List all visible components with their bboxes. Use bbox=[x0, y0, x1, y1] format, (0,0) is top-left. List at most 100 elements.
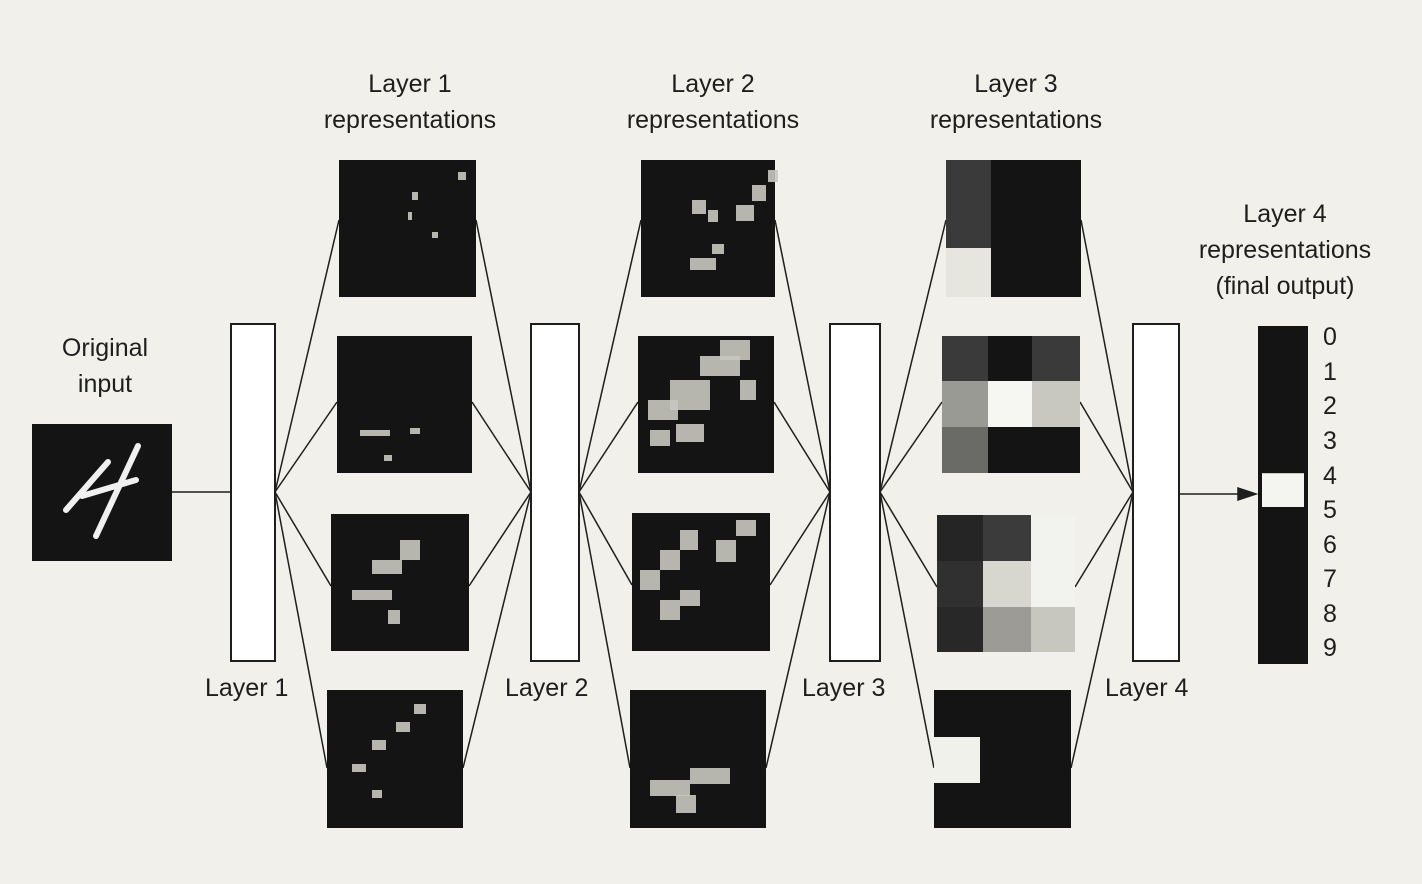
fan-in-line bbox=[773, 401, 831, 493]
feature-patch bbox=[983, 515, 1031, 561]
layer2-bar bbox=[530, 323, 580, 662]
feature-patch bbox=[983, 561, 1031, 607]
feature-patch bbox=[937, 607, 983, 652]
feature-patch bbox=[676, 424, 704, 442]
fan-out-line bbox=[274, 491, 328, 769]
feature-patch bbox=[412, 192, 418, 200]
feature-patch bbox=[983, 607, 1031, 652]
layer2-feature-map-4 bbox=[630, 690, 766, 828]
feature-patch bbox=[1032, 381, 1080, 427]
layer4-label: Layer 4 bbox=[1105, 674, 1189, 702]
feature-patch bbox=[640, 570, 660, 590]
output-active-cell bbox=[1262, 473, 1304, 507]
feature-patch bbox=[1031, 515, 1075, 561]
fan-out-line bbox=[578, 491, 631, 769]
output-digit-0: 0 bbox=[1323, 323, 1337, 351]
feature-patch bbox=[946, 160, 991, 204]
layer2-feature-map-1 bbox=[641, 160, 775, 297]
layer1-feature-map-3 bbox=[331, 514, 469, 651]
output-digit-7: 7 bbox=[1323, 565, 1337, 593]
output-digit-3: 3 bbox=[1323, 427, 1337, 455]
handwritten-digit-stroke bbox=[63, 443, 141, 539]
feature-patch bbox=[676, 795, 696, 813]
feature-patch bbox=[736, 520, 756, 536]
feature-patch bbox=[660, 550, 680, 570]
feature-patch bbox=[716, 540, 736, 562]
connector-lines bbox=[172, 219, 1259, 769]
output-digit-8: 8 bbox=[1323, 600, 1337, 628]
fan-in-line bbox=[1079, 401, 1134, 493]
layer3-label: Layer 3 bbox=[802, 674, 886, 702]
feature-patch bbox=[650, 430, 670, 446]
layer4-bar bbox=[1132, 323, 1180, 662]
feature-patch bbox=[352, 590, 392, 600]
layer1-feature-map-2 bbox=[337, 336, 472, 473]
feature-patch bbox=[942, 427, 988, 473]
feature-patch bbox=[372, 740, 386, 750]
feature-patch bbox=[946, 204, 991, 248]
feature-patch bbox=[1031, 607, 1075, 652]
output-digit-4: 4 bbox=[1323, 462, 1337, 490]
feature-patch bbox=[670, 380, 710, 410]
layer2-label: Layer 2 bbox=[505, 674, 589, 702]
fan-in-line bbox=[471, 401, 532, 493]
feature-patch bbox=[372, 790, 382, 798]
feature-patch bbox=[360, 430, 390, 436]
feature-patch bbox=[692, 200, 706, 214]
feature-patch bbox=[736, 205, 754, 221]
feature-patch bbox=[458, 172, 466, 180]
output-digit-9: 9 bbox=[1323, 634, 1337, 662]
fan-in-line bbox=[475, 219, 532, 493]
fan-in-line bbox=[1070, 491, 1134, 769]
layer-bars bbox=[230, 323, 1180, 662]
feature-patch bbox=[388, 610, 400, 624]
feature-patch bbox=[690, 768, 730, 784]
feature-patch bbox=[988, 381, 1032, 427]
feature-patch bbox=[712, 244, 724, 254]
layer3-bar bbox=[829, 323, 881, 662]
feature-patch bbox=[740, 380, 756, 400]
fan-in-line bbox=[468, 491, 532, 587]
feature-patch bbox=[372, 560, 402, 574]
feature-patch bbox=[660, 600, 680, 620]
layer1-feature-map-1 bbox=[339, 160, 476, 297]
feature-patch bbox=[946, 248, 991, 297]
fan-out-line bbox=[274, 219, 340, 493]
feature-patch bbox=[937, 515, 983, 561]
fan-in-line bbox=[774, 219, 831, 493]
feature-patch bbox=[768, 170, 778, 182]
fan-out-line bbox=[879, 219, 947, 493]
feature-patch bbox=[384, 455, 392, 461]
output-digit-6: 6 bbox=[1323, 531, 1337, 559]
arrow-head-icon bbox=[1237, 486, 1259, 502]
output-digit-5: 5 bbox=[1323, 496, 1337, 524]
fan-out-line bbox=[879, 401, 943, 493]
layer1-feature-map-4 bbox=[327, 690, 463, 828]
feature-patch bbox=[1032, 336, 1080, 381]
feature-patch bbox=[396, 722, 410, 732]
fan-in-line bbox=[462, 491, 532, 769]
feature-patch bbox=[410, 428, 420, 434]
output-digit-2: 2 bbox=[1323, 392, 1337, 420]
layer1-label: Layer 1 bbox=[205, 674, 289, 702]
feature-patch bbox=[690, 258, 716, 270]
fan-out-line bbox=[578, 401, 639, 493]
feature-patch bbox=[942, 336, 988, 381]
output-digit-1: 1 bbox=[1323, 358, 1337, 386]
feature-maps bbox=[32, 160, 1308, 828]
feature-patch bbox=[708, 210, 718, 222]
feature-patch bbox=[414, 704, 426, 714]
feature-patch bbox=[942, 381, 988, 427]
feature-patch bbox=[934, 737, 980, 783]
feature-patch bbox=[352, 764, 366, 772]
fan-out-line bbox=[879, 491, 935, 769]
fan-in-line bbox=[769, 491, 831, 586]
fan-in-line bbox=[1074, 491, 1134, 588]
fan-out-line bbox=[879, 491, 938, 588]
feature-patch bbox=[680, 590, 700, 606]
